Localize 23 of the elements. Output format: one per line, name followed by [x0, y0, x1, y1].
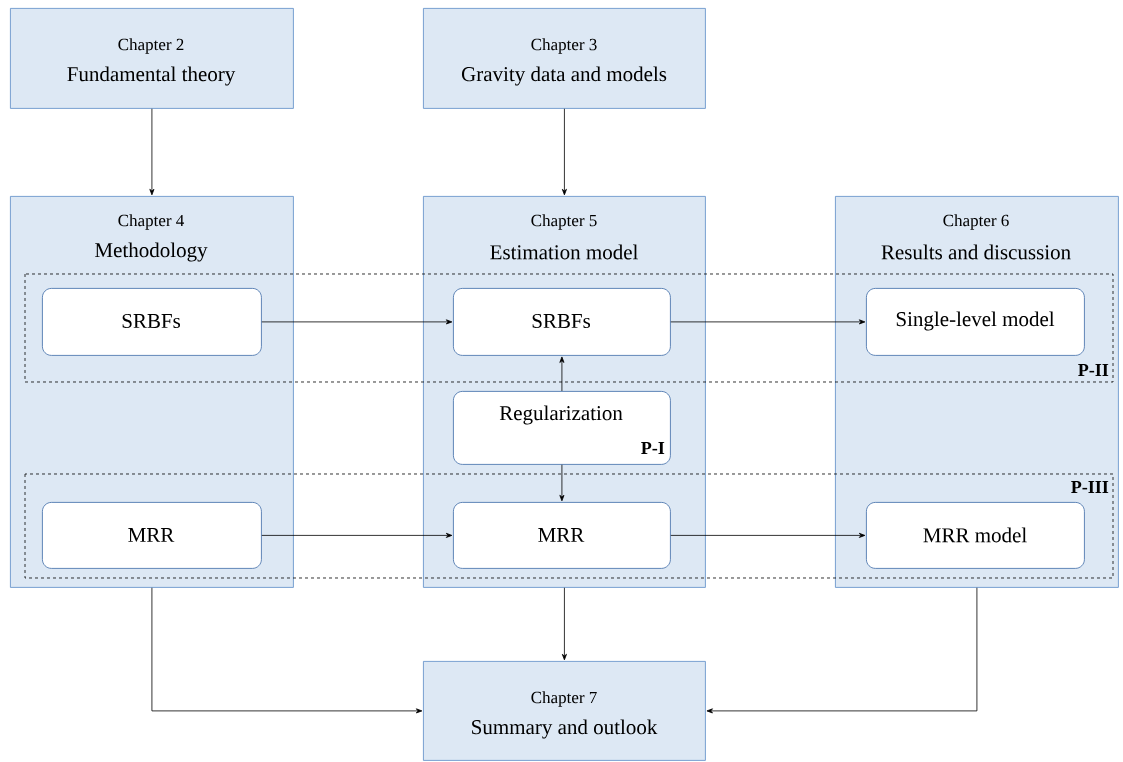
arrow [670, 319, 866, 325]
group-label: P-II [1078, 364, 1109, 376]
process-box: Regularization P-I [453, 391, 671, 465]
arrow [149, 108, 155, 196]
arrow [151, 587, 423, 714]
arrow [561, 587, 567, 661]
chapter-box: Chapter 3 Gravity data and models [423, 8, 706, 109]
arrow [670, 532, 866, 538]
arrow [261, 532, 453, 538]
arrow [559, 356, 565, 392]
chapter-box: Chapter 7 Summary and outlook [423, 661, 706, 761]
arrow [261, 319, 453, 325]
process-box: Single-level model [866, 288, 1085, 356]
process-box: MRR [453, 502, 671, 569]
arrow [561, 108, 567, 196]
process-box: MRR [42, 502, 262, 569]
process-box: MRR model [866, 502, 1085, 569]
group-label: P-III [1071, 481, 1109, 493]
arrow [559, 464, 565, 502]
process-box: SRBFs [42, 288, 262, 356]
chapter-box: Chapter 2 Fundamental theory [10, 8, 294, 109]
process-box: SRBFs [453, 288, 671, 356]
arrow [706, 587, 978, 714]
